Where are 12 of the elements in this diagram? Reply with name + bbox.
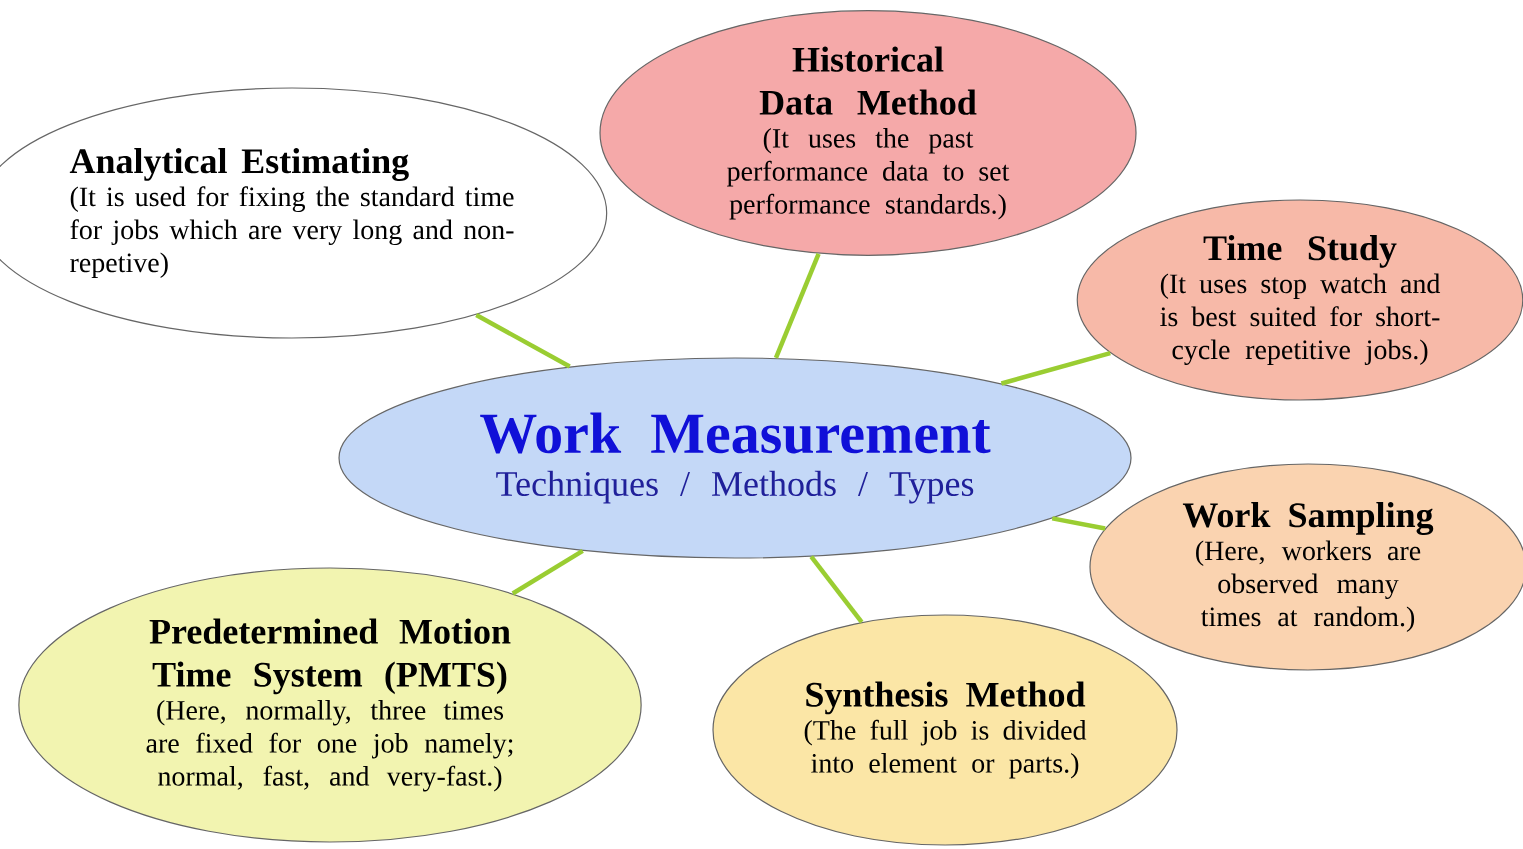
connector-line [1000,350,1111,386]
ellipse-node: Work Measurement Techniques / Methods / Types [338,357,1132,559]
connector-line [511,548,584,596]
ellipse-node: Time Study (It uses stop watch and is best suited for short-cycle repetitive jobs.) [1076,199,1523,401]
ellipse-node: Synthesis Method (The full job is divided into element or parts.) [712,614,1178,846]
connector-line [1051,516,1106,531]
ellipse-node: Historical Data Method (It uses the past performance data to set performance standards.) [599,10,1137,256]
connector-line [773,252,821,359]
connector-line [809,555,864,624]
ellipse-node: Work Sampling (Here, workers are observed many times at random.) [1089,463,1523,671]
ellipse-node: Predetermined Motion Time System (PMTS) (Here, normally, three times are fixed for one job namely; normal, fast, and very-fast.) [18,567,642,843]
connector-line [475,312,571,369]
